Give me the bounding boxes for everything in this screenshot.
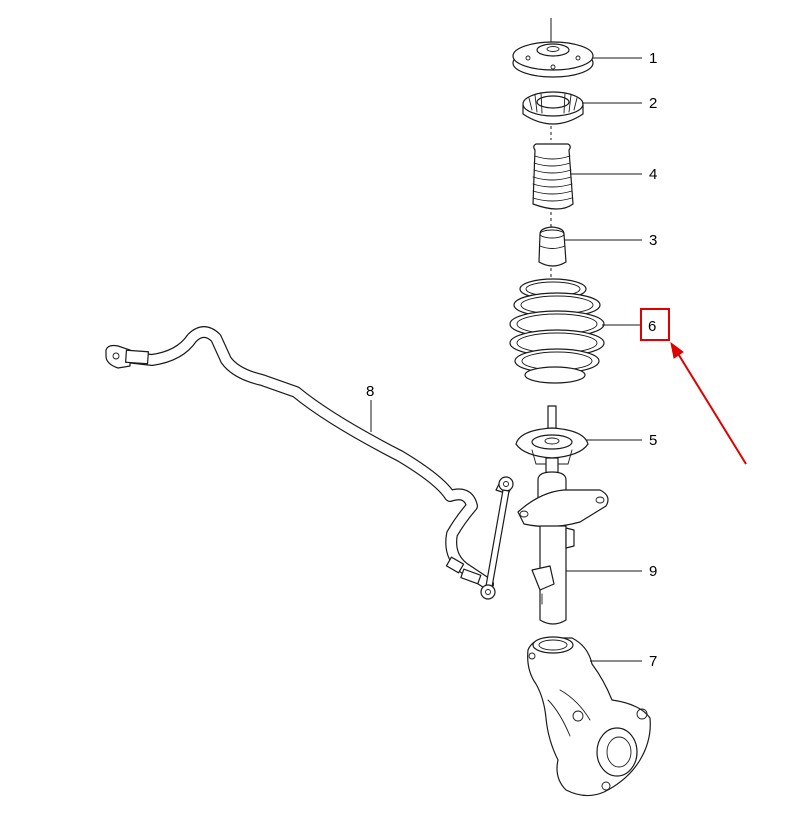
- part-bump-stop: [538, 226, 567, 267]
- part-dust-boot: [532, 143, 574, 210]
- part-coil-spring: [509, 278, 605, 384]
- part-steering-knuckle: [527, 636, 651, 797]
- part-stabilizer-link: [460, 476, 514, 600]
- callout-6: 6: [648, 318, 656, 335]
- callout-5: 5: [649, 432, 657, 449]
- part-strut: [517, 457, 609, 625]
- callout-4: 4: [649, 166, 657, 183]
- callout-3: 3: [649, 232, 657, 249]
- callout-2: 2: [649, 95, 657, 112]
- callout-8: 8: [366, 383, 374, 400]
- callout-1: 1: [649, 50, 657, 67]
- part-stabilizer-bar: [105, 326, 494, 590]
- callout-9: 9: [649, 563, 657, 580]
- callout-7: 7: [649, 653, 657, 670]
- highlight-arrow: [670, 341, 747, 465]
- part-top-mount: [512, 41, 594, 78]
- part-bearing: [522, 91, 584, 125]
- highlight-box: [640, 308, 670, 341]
- part-spring-seat: [515, 427, 589, 465]
